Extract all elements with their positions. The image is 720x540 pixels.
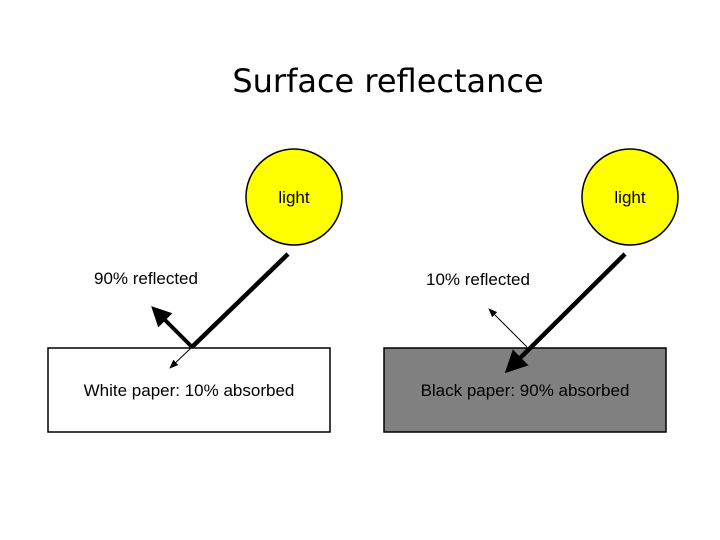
absorbed-ray-left <box>169 346 193 369</box>
white-paper-label: White paper: 10% absorbed <box>84 381 295 400</box>
black-paper-panel: Black paper: 90% absorbed light 10% refl… <box>383 148 679 433</box>
reflected-ray-right <box>488 308 528 348</box>
incident-ray-left <box>190 252 290 349</box>
light-label-left: light <box>278 188 309 207</box>
light-source-right <box>581 148 679 246</box>
reflected-label-left: 90% reflected <box>94 269 198 288</box>
white-paper-box <box>47 347 331 433</box>
incident-ray-right <box>504 252 627 374</box>
white-paper-panel: White paper: 10% absorbed light 90% refl… <box>47 148 343 433</box>
reflected-label-right: 10% reflected <box>426 270 530 289</box>
reflected-ray-left <box>151 306 194 349</box>
black-paper-label: Black paper: 90% absorbed <box>421 381 630 400</box>
light-source-left <box>245 148 343 246</box>
light-label-right: light <box>614 188 645 207</box>
page-title: Surface reflectance <box>232 62 544 100</box>
